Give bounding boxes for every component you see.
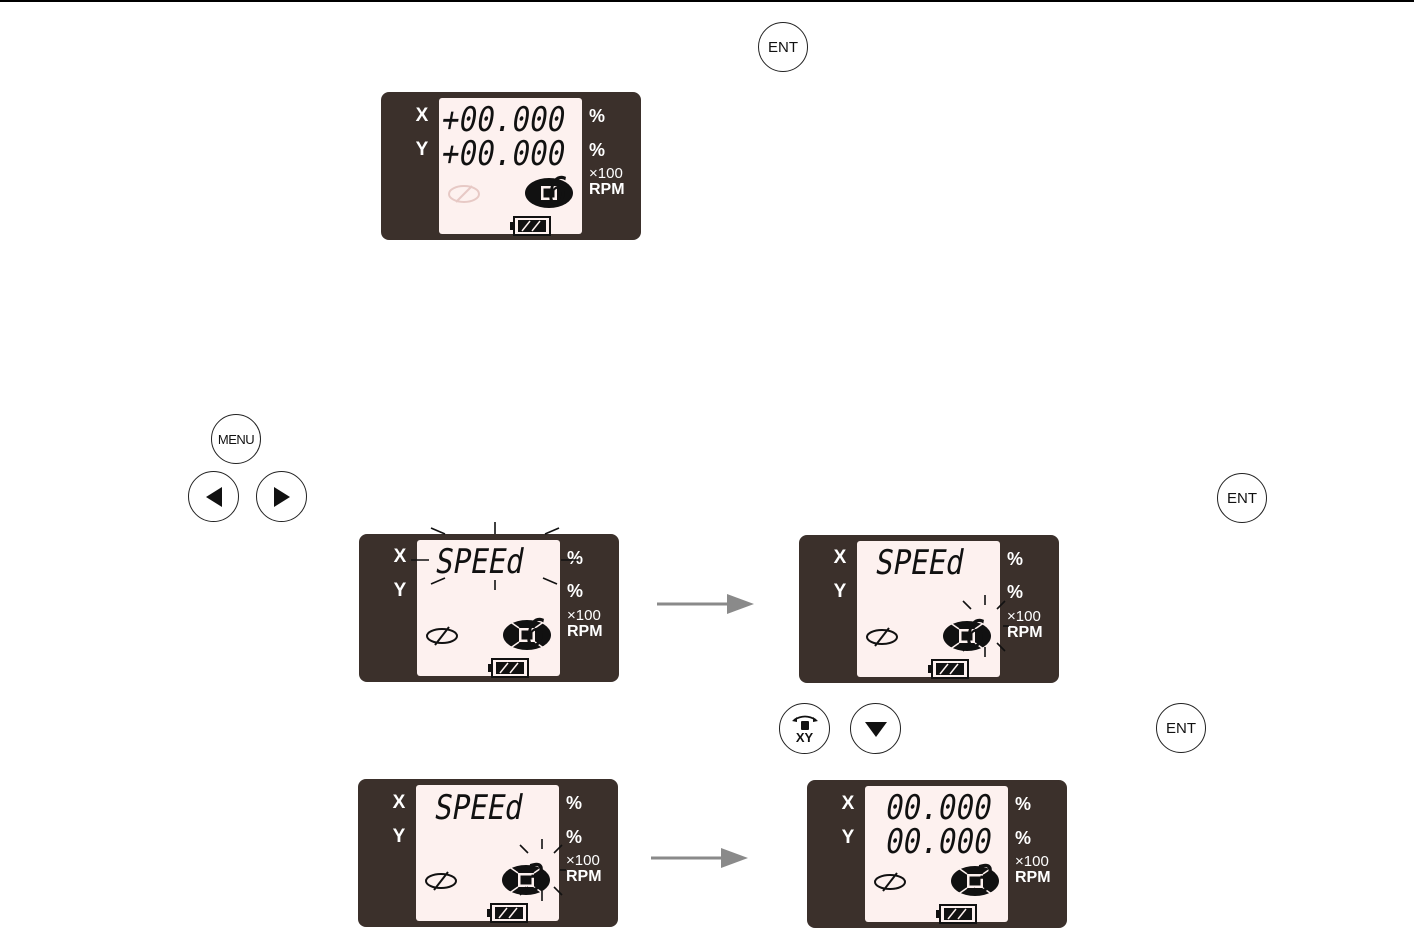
battery-icon bbox=[927, 659, 969, 679]
top-rule bbox=[0, 0, 1414, 2]
y-axis-label: Y bbox=[837, 827, 859, 849]
x-percent-unit: % bbox=[1007, 549, 1023, 570]
lcd-panel-speed-blinking: X Y SPEEd 6 % % ×100 RPM bbox=[359, 534, 619, 682]
arrow-right-icon bbox=[657, 593, 755, 615]
arrow-right-icon bbox=[651, 847, 749, 869]
x-percent-unit: % bbox=[1015, 794, 1031, 815]
lcd-panel-result: X Y 00.000 00.000 3 % % ×100 RPM bbox=[807, 780, 1067, 928]
speed-multiplier: ×100 bbox=[566, 852, 600, 869]
speed-multiplier: ×100 bbox=[1007, 608, 1041, 625]
faded-rotation-icon bbox=[446, 182, 482, 206]
rpm-unit: RPM bbox=[589, 181, 625, 199]
triangle-down-icon bbox=[864, 720, 888, 738]
battery-icon bbox=[935, 904, 977, 924]
menu-button[interactable]: MENU bbox=[211, 414, 261, 464]
y-percent-unit: % bbox=[589, 140, 605, 161]
rpm-unit: RPM bbox=[567, 623, 603, 641]
ent-button-middle[interactable]: ENT bbox=[1217, 473, 1267, 523]
y-axis-label: Y bbox=[388, 826, 410, 848]
y-value-readout: 00.000 bbox=[883, 825, 995, 859]
rpm-unit: RPM bbox=[1007, 624, 1043, 642]
x-percent-unit: % bbox=[567, 548, 583, 569]
x-axis-label: X bbox=[389, 546, 411, 568]
x-axis-label: X bbox=[829, 547, 851, 569]
speed-multiplier: ×100 bbox=[567, 607, 601, 624]
ent-button-label: ENT bbox=[1227, 490, 1257, 507]
x-axis-label: X bbox=[388, 792, 410, 814]
rotation-icon bbox=[864, 625, 900, 649]
triangle-left-icon bbox=[204, 486, 224, 508]
battery-icon bbox=[487, 658, 529, 678]
lcd-screen: SPEEd 6 bbox=[417, 540, 560, 676]
ent-button-label: ENT bbox=[1166, 720, 1196, 737]
speed-multiplier: ×100 bbox=[1015, 853, 1049, 870]
y-percent-unit: % bbox=[567, 581, 583, 602]
x-percent-unit: % bbox=[566, 793, 582, 814]
lcd-screen: SPEEd 3 bbox=[416, 785, 559, 921]
lcd-screen: +00.000 +00.000 6 bbox=[439, 98, 582, 234]
ent-button-label: ENT bbox=[768, 39, 798, 56]
battery-icon bbox=[509, 216, 551, 236]
y-percent-unit: % bbox=[1007, 582, 1023, 603]
rotation-lock-icon bbox=[790, 712, 820, 732]
triangle-right-icon bbox=[272, 486, 292, 508]
battery-icon bbox=[486, 903, 528, 923]
x-axis-label: X bbox=[837, 793, 859, 815]
x-value-readout: +00.000 bbox=[439, 103, 568, 137]
x-axis-label: X bbox=[411, 105, 433, 127]
xy-rotation-button[interactable]: XY bbox=[779, 703, 830, 754]
down-button[interactable] bbox=[850, 703, 901, 754]
xy-button-label: XY bbox=[796, 732, 813, 744]
lcd-screen: 00.000 00.000 3 bbox=[865, 786, 1008, 922]
speed-menu-readout: SPEEd bbox=[433, 545, 527, 579]
y-axis-label: Y bbox=[829, 581, 851, 603]
speed-multiplier: ×100 bbox=[589, 165, 623, 182]
speed-menu-readout: SPEEd bbox=[432, 791, 526, 825]
lcd-screen: SPEEd 6 bbox=[857, 541, 1000, 677]
lcd-panel-top: X Y +00.000 +00.000 6 % % ×100 RPM bbox=[381, 92, 641, 240]
x-percent-unit: % bbox=[589, 106, 605, 127]
ent-button-top[interactable]: ENT bbox=[758, 22, 808, 72]
y-percent-unit: % bbox=[1015, 828, 1031, 849]
y-axis-label: Y bbox=[389, 580, 411, 602]
rotation-icon bbox=[423, 869, 459, 893]
rpm-unit: RPM bbox=[566, 868, 602, 886]
menu-button-label: MENU bbox=[218, 432, 254, 447]
rotation-icon bbox=[424, 624, 460, 648]
x-value-readout: 00.000 bbox=[883, 791, 995, 825]
speed-menu-readout: SPEEd bbox=[873, 546, 967, 580]
left-button[interactable] bbox=[188, 471, 239, 522]
y-value-readout: +00.000 bbox=[439, 137, 568, 171]
rotation-icon bbox=[872, 870, 908, 894]
y-axis-label: Y bbox=[411, 139, 433, 161]
right-button[interactable] bbox=[256, 471, 307, 522]
lcd-panel-speed-three: X Y SPEEd 3 % % ×100 RPM bbox=[358, 779, 618, 927]
ent-button-bottom[interactable]: ENT bbox=[1156, 703, 1206, 753]
lcd-panel-speed-digit-blinking: X Y SPEEd 6 % % ×100 RPM bbox=[799, 535, 1059, 683]
y-percent-unit: % bbox=[566, 827, 582, 848]
rpm-unit: RPM bbox=[1015, 869, 1051, 887]
